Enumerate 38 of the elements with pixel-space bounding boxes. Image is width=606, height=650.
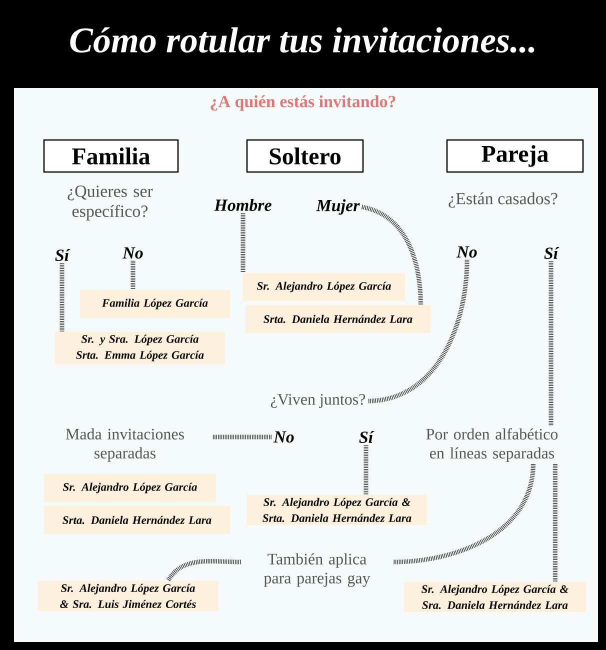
connector-line: [548, 261, 554, 426]
name-card: Sr. Alejandro López García & Srta. Daniela Hernández Lara: [247, 494, 427, 526]
connector-line: [166, 558, 241, 582]
connector-line: [60, 263, 64, 332]
question-text: ¿Viven juntos?: [270, 394, 366, 408]
name-card: Sr. y Sra. López García Srta. Emma López García: [55, 332, 225, 364]
name-card: Sr. Alejandro López García: [44, 474, 216, 502]
connector-line: [393, 464, 536, 564]
connector-line: [361, 204, 423, 305]
connector-line: [130, 260, 136, 290]
answer-word: No: [122, 247, 143, 259]
connector-line: [368, 260, 470, 404]
answer-word: Sí: [55, 249, 70, 261]
name-card: Sr. Alejandro López García & Sra. Luis Jiménez Cortés: [38, 580, 218, 612]
answer-word: Sí: [359, 431, 374, 443]
name-card: Srta. Daniela Hernández Lara: [44, 506, 230, 534]
question-text: También aplica para parejas gay: [264, 553, 370, 587]
category-box: Familia: [43, 139, 179, 173]
name-card: Sr. Alejandro López García & Sra. Daniela Hernández Lara: [404, 582, 586, 612]
title: Cómo rotular tus invitaciones...: [70, 27, 534, 53]
question-text: ¿A quién estás invitando?: [210, 95, 396, 111]
answer-word: Hombre: [214, 199, 272, 211]
connector-line: [364, 445, 368, 495]
category-box: Pareja: [446, 139, 584, 173]
answer-word: Mujer: [316, 199, 360, 215]
name-card: Familia López García: [80, 290, 230, 318]
answer-word: No: [273, 431, 294, 443]
connector-line: [552, 464, 558, 582]
question-text: Mada invitaciones separadas: [66, 428, 184, 462]
question-text: Por orden alfabético en líneas separadas: [426, 428, 558, 462]
category-box: Soltero: [246, 139, 364, 173]
name-card: Srta. Daniela Hernández Lara: [246, 305, 430, 333]
answer-word: Sí: [544, 247, 560, 259]
answer-word: No: [456, 246, 477, 258]
question-text: ¿Están casados?: [448, 192, 558, 208]
connector-line: [240, 213, 246, 273]
name-card: Sr. Alejandro López García: [243, 273, 405, 301]
connector-line: [212, 434, 272, 440]
